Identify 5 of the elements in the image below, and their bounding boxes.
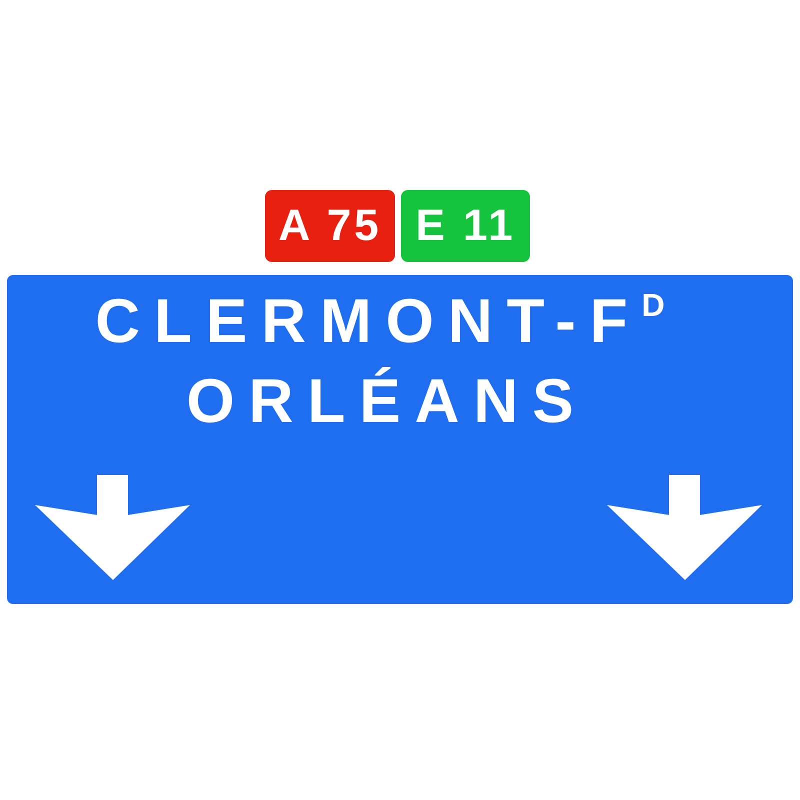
- route-number-plate: E 11: [401, 190, 530, 262]
- destination-name: CLERMONT-F$^{D}$: [94, 287, 680, 357]
- route-number-plate: A 75: [265, 190, 395, 262]
- destination-name: ORLÉANS: [185, 367, 589, 437]
- sign-panel: [7, 275, 793, 604]
